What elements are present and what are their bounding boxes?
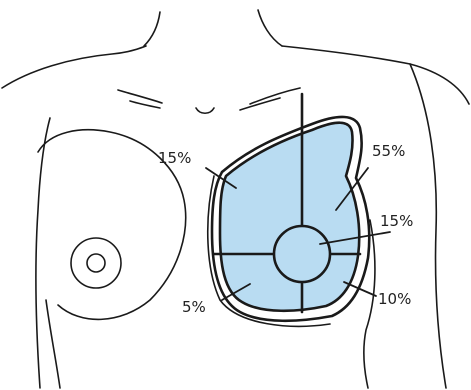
- left-clavicle-line-2: [130, 101, 160, 108]
- label-upper-outer: 55%: [372, 142, 405, 160]
- label-central: 15%: [380, 212, 413, 230]
- left-torso-side: [46, 300, 60, 388]
- label-upper-inner: 15%: [158, 149, 191, 167]
- central-areolar-circle: [274, 226, 330, 282]
- left-nipple: [87, 254, 105, 272]
- right-shoulder-outline: [282, 46, 469, 104]
- neck-right-line: [258, 10, 282, 46]
- sternal-notch: [196, 108, 214, 113]
- label-lower-outer: 10%: [378, 290, 411, 308]
- shaded-breast-region: [220, 123, 359, 311]
- left-shoulder-outline: [2, 46, 146, 88]
- right-clavicle-line: [250, 88, 300, 104]
- left-clavicle-line: [118, 90, 162, 103]
- right-arm-outline: [410, 64, 446, 388]
- neck-left-line: [144, 12, 160, 46]
- left-areola: [71, 238, 121, 288]
- left-arm-outline: [36, 118, 50, 388]
- label-lower-inner: 5%: [182, 298, 206, 316]
